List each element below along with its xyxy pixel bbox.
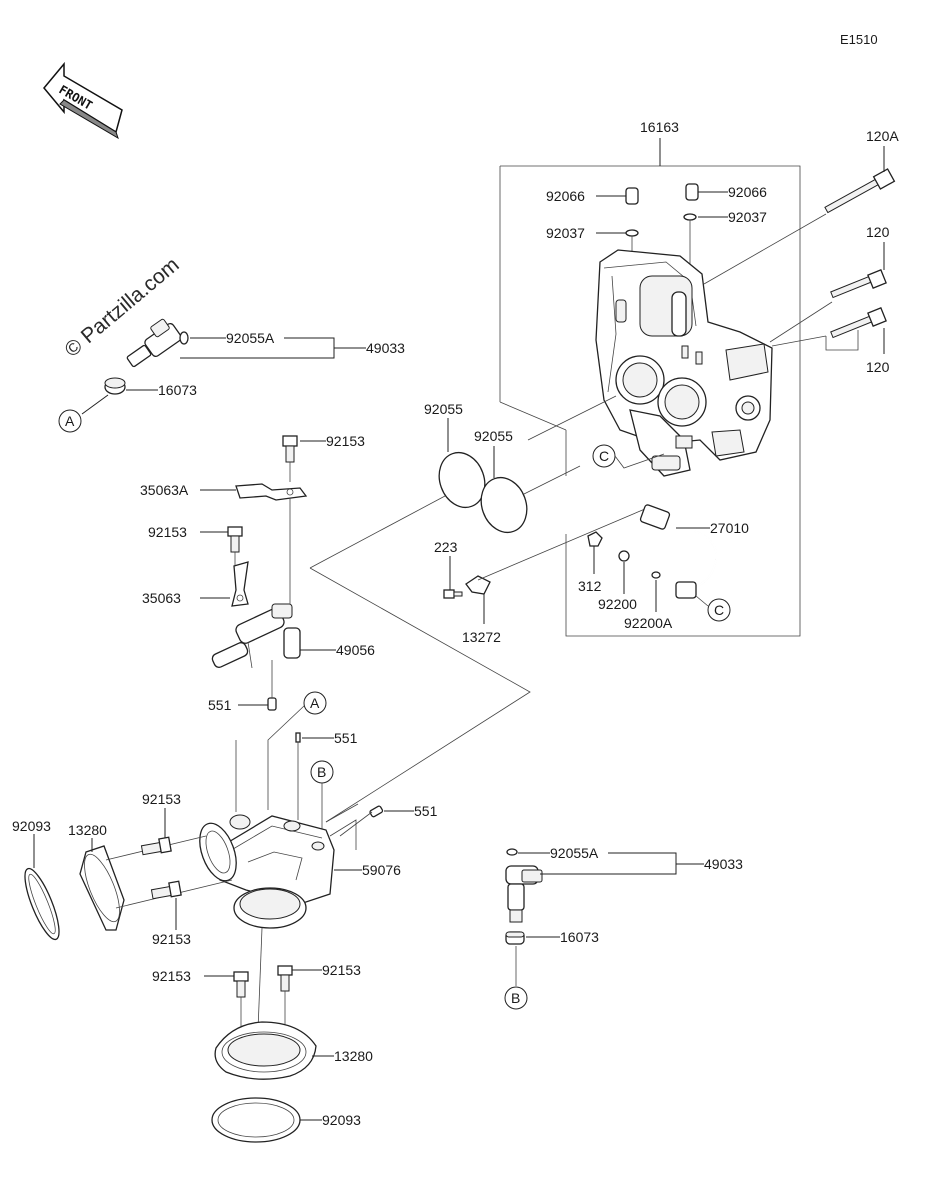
label-13280-left: 13280 (68, 822, 107, 838)
label-92153-6: 92153 (322, 962, 361, 978)
label-92153-2: 92153 (148, 524, 187, 540)
callout-a-mid-text: A (310, 695, 320, 711)
label-312: 312 (578, 578, 602, 594)
callout-b-bottom (504, 986, 528, 1010)
label-92055-2: 92055 (474, 428, 513, 444)
ring-92093-bottom (211, 1097, 301, 1143)
throttle-holder-59076 (199, 814, 335, 929)
label-92153-3: 92153 (142, 791, 181, 807)
plate-13272 (465, 575, 491, 595)
screw-312 (587, 531, 603, 547)
oring-92037-left (625, 229, 639, 237)
callout-c-sensor (707, 598, 731, 622)
label-120-top: 120 (866, 224, 890, 240)
label-35063: 35063 (142, 590, 181, 606)
washer-92200A (651, 571, 661, 579)
injector-cushion-top (104, 377, 126, 395)
callout-c-main-text: C (599, 448, 609, 464)
injector-cushion-bottom (505, 931, 525, 945)
bolt-120-top (830, 269, 887, 299)
label-92200: 92200 (598, 596, 637, 612)
bolt-92153-1 (282, 435, 298, 463)
cap-92066-right (685, 183, 699, 201)
pin-551-2 (295, 732, 301, 743)
bolt-120A (824, 168, 896, 214)
label-59076: 59076 (362, 862, 401, 878)
oring-92055A-bottom (506, 848, 518, 856)
label-92153-4: 92153 (152, 931, 191, 947)
oring-92055-2 (480, 476, 528, 534)
label-92055-1: 92055 (424, 401, 463, 417)
label-16163: 16163 (640, 119, 679, 135)
oring-92037-right (683, 213, 697, 221)
label-49056: 49056 (336, 642, 375, 658)
label-49033-top: 49033 (366, 340, 405, 356)
label-92055A-top: 92055A (226, 330, 275, 346)
label-16073-top: 16073 (158, 382, 197, 398)
label-92066-right: 92066 (728, 184, 767, 200)
bracket-35063A (235, 483, 308, 501)
gasket-13280-bottom (214, 1021, 317, 1080)
oring-92055-1 (438, 451, 486, 509)
fuel-injector-top (126, 318, 189, 368)
screw-223 (443, 589, 463, 599)
diagram-code: E1510 (840, 32, 878, 47)
label-223: 223 (434, 539, 458, 555)
label-13280-bottom: 13280 (334, 1048, 373, 1064)
label-35063A: 35063A (140, 482, 189, 498)
label-551-2: 551 (334, 730, 358, 746)
label-92200A: 92200A (624, 615, 673, 631)
label-551-3: 551 (414, 803, 438, 819)
bolt-120-bottom (830, 307, 887, 339)
label-92037-left: 92037 (546, 225, 585, 241)
bolt-92153-3 (140, 836, 172, 856)
label-92093-left: 92093 (12, 818, 51, 834)
cap-92066-left (625, 187, 639, 205)
label-120-bottom: 120 (866, 359, 890, 375)
label-120A: 120A (866, 128, 899, 144)
label-92037-right: 92037 (728, 209, 767, 225)
bolt-92153-2 (227, 526, 243, 553)
callout-b-bottom-text: B (511, 990, 520, 1006)
front-arrow-icon: FRONT (43, 61, 123, 140)
ring-92093-left (24, 867, 60, 941)
bolt-92153-6 (277, 965, 293, 992)
callout-a-mid (303, 691, 327, 715)
callout-b-mid-text: B (317, 764, 326, 780)
throttle-body-16163 (595, 249, 773, 477)
label-551-1: 551 (208, 697, 232, 713)
fuel-injector-bottom (505, 865, 543, 923)
label-92153-1: 92153 (326, 433, 365, 449)
pin-551-3 (369, 805, 384, 818)
washer-92200 (618, 550, 630, 562)
gasket-13280-left (79, 845, 125, 931)
sensor-27010 (639, 504, 718, 599)
pin-551-1 (267, 697, 277, 711)
bolt-92153-5 (233, 971, 249, 998)
fuel-pipe-49056 (211, 603, 301, 669)
bracket-35063 (231, 561, 249, 607)
assembly-box-16163 (500, 165, 801, 637)
bolt-92153-4 (150, 880, 182, 900)
label-92093-bottom: 92093 (322, 1112, 361, 1128)
callout-c-sensor-text: C (714, 602, 724, 618)
label-92055A-bottom: 92055A (550, 845, 599, 861)
callout-a-top (58, 409, 82, 433)
label-49033-bottom: 49033 (704, 856, 743, 872)
label-27010: 27010 (710, 520, 749, 536)
label-92066-left: 92066 (546, 188, 585, 204)
label-92153-5: 92153 (152, 968, 191, 984)
label-16073-bottom: 16073 (560, 929, 599, 945)
callout-a-top-text: A (65, 413, 75, 429)
label-13272: 13272 (462, 629, 501, 645)
